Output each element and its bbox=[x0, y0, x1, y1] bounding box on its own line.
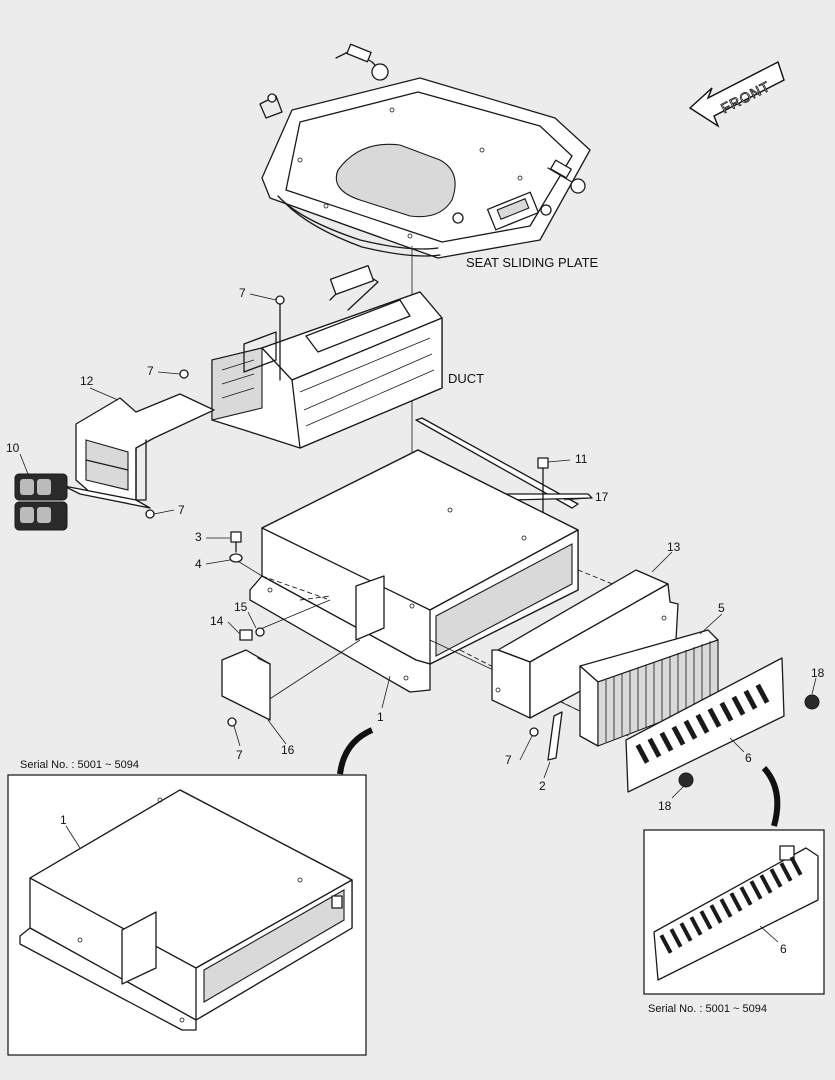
callout-1: 1 bbox=[377, 710, 384, 724]
seat-sliding-plate-label: SEAT SLIDING PLATE bbox=[466, 255, 599, 270]
clip-2 bbox=[547, 711, 563, 761]
callout-7-bracket-bottom: 7 bbox=[178, 503, 185, 517]
callout-7-clip: 7 bbox=[505, 753, 512, 767]
knob-18a bbox=[804, 694, 820, 710]
grille-5 bbox=[579, 629, 719, 747]
screw-14 bbox=[239, 627, 265, 641]
callout-7-duct: 7 bbox=[239, 286, 246, 300]
inset-left-callout-1: 1 bbox=[60, 813, 67, 827]
strip-17 bbox=[415, 417, 593, 509]
serial-left-label: Serial No. : 5001 ~ 5094 bbox=[20, 759, 139, 771]
callout-13: 13 bbox=[667, 540, 681, 554]
callout-14: 14 bbox=[210, 614, 224, 628]
callout-12: 12 bbox=[80, 374, 94, 388]
inset-base-box-1 bbox=[19, 789, 353, 1031]
callout-15: 15 bbox=[234, 600, 248, 614]
front-arrow-icon: FRONT bbox=[688, 61, 785, 128]
callout-2: 2 bbox=[539, 779, 546, 793]
serial-right-label: Serial No. : 5001 ~ 5094 bbox=[648, 1003, 767, 1015]
bolt-11 bbox=[537, 457, 549, 521]
arrow-to-left-inset-icon bbox=[337, 727, 374, 775]
callout-16: 16 bbox=[281, 743, 295, 757]
base-box-1 bbox=[249, 449, 579, 693]
inset-right-leader bbox=[759, 925, 779, 943]
duct bbox=[211, 264, 443, 449]
callout-17: 17 bbox=[595, 490, 609, 504]
louver-plate-6 bbox=[625, 657, 785, 793]
callout-10: 10 bbox=[6, 441, 20, 455]
callout-5: 5 bbox=[718, 601, 725, 615]
callout-4: 4 bbox=[195, 557, 202, 571]
callout-7-plate: 7 bbox=[236, 748, 243, 762]
duct-label: DUCT bbox=[448, 371, 484, 386]
callout-11: 11 bbox=[575, 452, 588, 466]
callout-18-right: 18 bbox=[811, 666, 825, 680]
switch-10 bbox=[14, 473, 68, 531]
inset-louver-plate-6 bbox=[653, 845, 819, 981]
screw-3 bbox=[229, 531, 243, 563]
bracket-12 bbox=[63, 393, 215, 509]
callout-3: 3 bbox=[195, 530, 202, 544]
screws-7 bbox=[145, 295, 539, 737]
inset-left-leader bbox=[65, 825, 81, 849]
callout-7-bracket-top: 7 bbox=[147, 364, 154, 378]
seat-sliding-plate bbox=[259, 43, 591, 259]
callout-18-bottom: 18 bbox=[658, 799, 672, 813]
knob-18b bbox=[678, 772, 694, 788]
cover-13 bbox=[491, 569, 679, 719]
arrow-to-right-inset-icon bbox=[761, 765, 781, 827]
callout-6: 6 bbox=[745, 751, 752, 765]
plate-16 bbox=[221, 649, 271, 721]
inset-right-callout-6: 6 bbox=[780, 942, 787, 956]
callout-leaders bbox=[19, 293, 817, 799]
